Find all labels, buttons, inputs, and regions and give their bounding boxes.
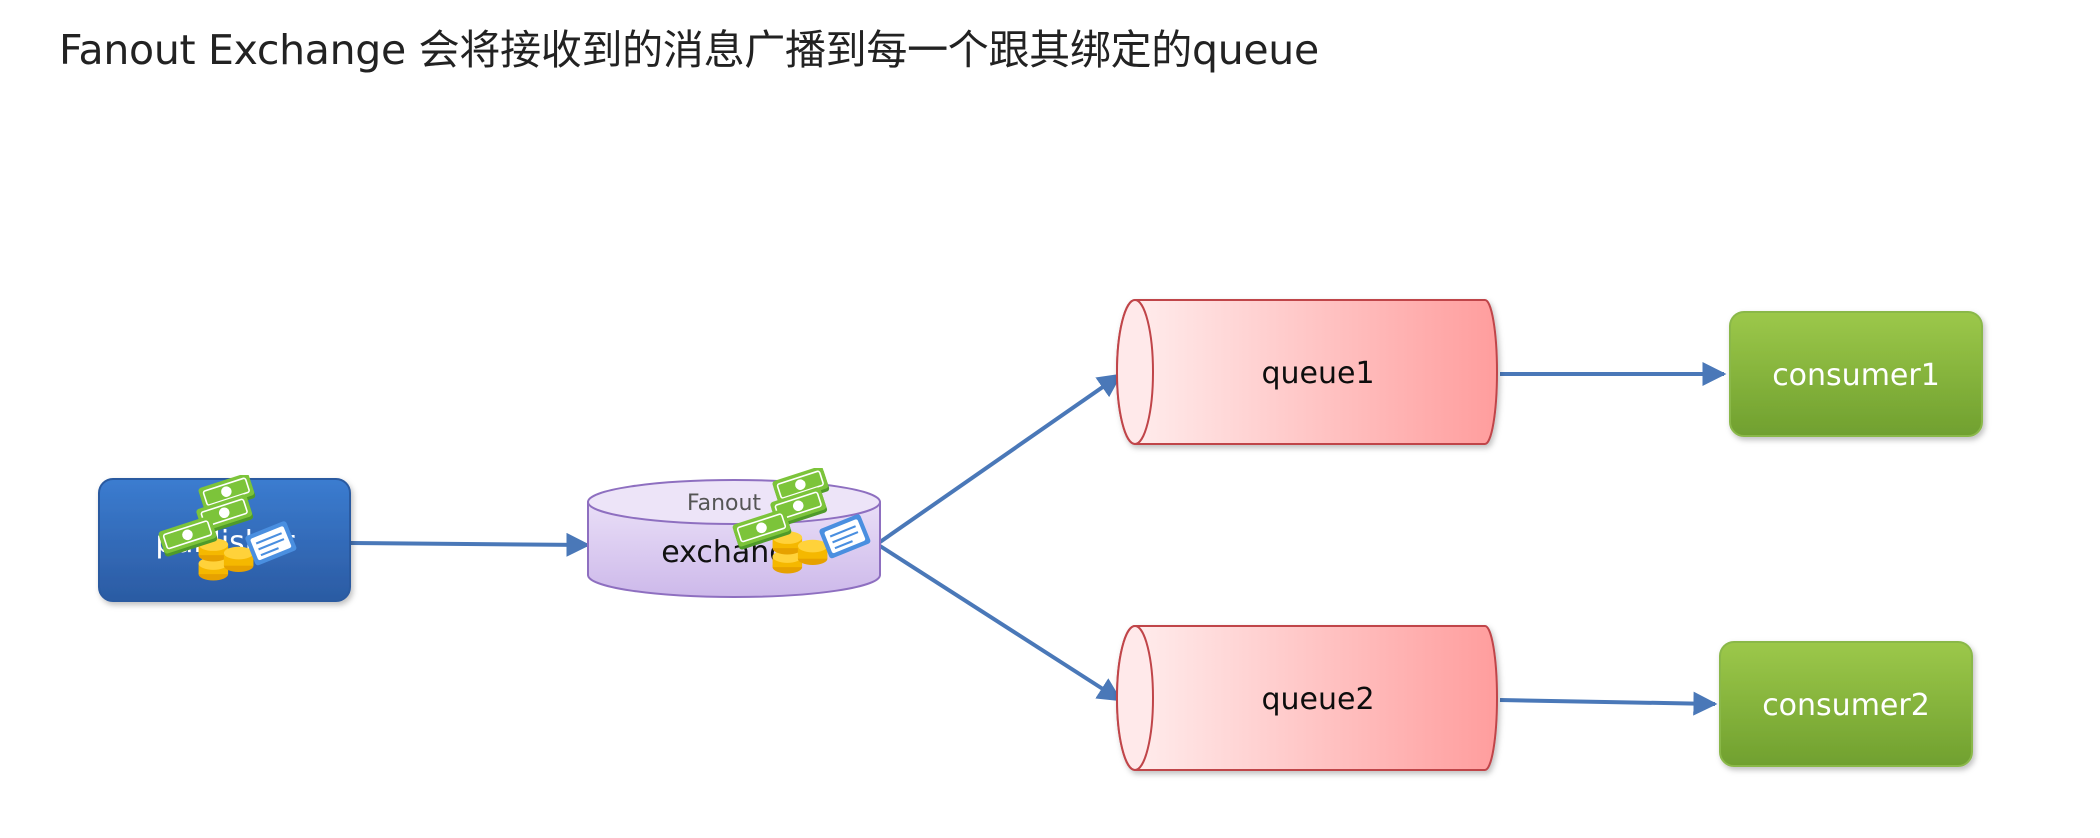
arrow-publisher-to-exchange [349, 532, 591, 557]
publisher-node: publisher [98, 475, 351, 602]
consumer1-label: consumer1 [1772, 358, 1940, 393]
exchange-node: Fanout exchange [587, 468, 881, 598]
queue2-node: queue2 [1116, 625, 1498, 771]
consumer1-node: consumer1 [1729, 311, 1983, 437]
arrow-exchange-to-queue2 [878, 544, 1123, 702]
queue2-label: queue2 [1261, 682, 1374, 717]
arrow-exchange-to-queue1 [878, 373, 1122, 544]
page-title: Fanout Exchange 会将接收到的消息广播到每一个跟其绑定的queue [59, 26, 1319, 74]
arrow-queue2-to-consumer2 [1499, 691, 1718, 716]
exchange-type-label: Fanout [687, 491, 761, 516]
queue1-label: queue1 [1261, 356, 1374, 391]
consumer2-label: consumer2 [1762, 688, 1930, 723]
consumer2-node: consumer2 [1719, 641, 1973, 767]
queue1-node: queue1 [1116, 299, 1498, 445]
